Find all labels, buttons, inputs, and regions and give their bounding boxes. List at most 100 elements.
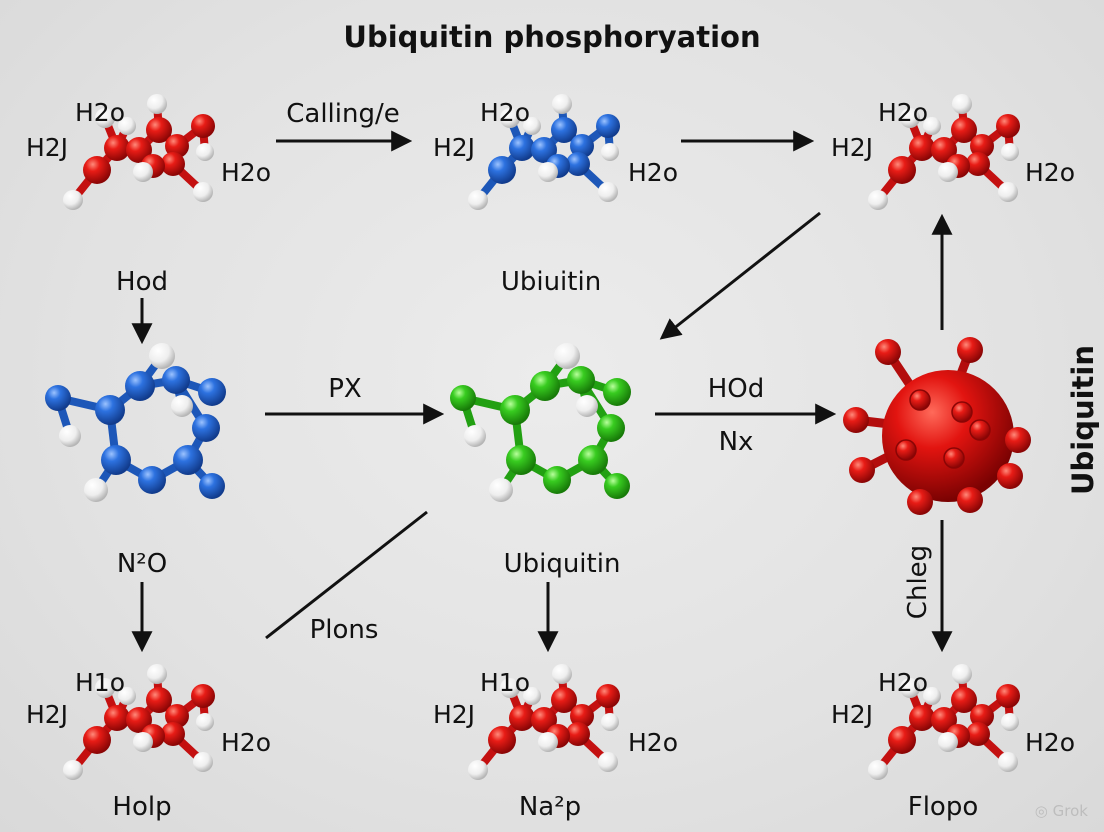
blue-ring-hydrogen-atom	[171, 395, 193, 417]
label-bottom-left-h2j: H2J	[26, 700, 68, 729]
red-molecule-hydrogen-atom	[193, 752, 213, 772]
label-top-right-h2j: H2J	[831, 133, 873, 162]
large-sphere-surface-atom	[969, 419, 991, 441]
red-molecule-hydrogen-atom	[938, 732, 958, 752]
green-ring-atom	[506, 445, 536, 475]
red-molecule-hydrogen-atom	[923, 687, 941, 705]
red-molecule-hydrogen-atom	[900, 678, 920, 698]
blue-ring-atom	[101, 445, 131, 475]
large-sphere-outer-atom	[875, 339, 901, 365]
blue-molecule-atom	[570, 134, 594, 158]
green-ring-hydrogen-atom	[554, 343, 580, 369]
green-ring-atom	[530, 371, 560, 401]
red-molecule-hydrogen-atom	[998, 752, 1018, 772]
red-molecule-hydrogen-atom	[196, 143, 214, 161]
red-molecule-hydrogen-atom	[900, 108, 920, 128]
red-molecule-atom	[931, 707, 957, 733]
blue-molecule-atom	[509, 135, 535, 161]
red-molecule-hydrogen-atom	[196, 713, 214, 731]
red-molecule-hydrogen-atom	[523, 687, 541, 705]
red-molecule-hydrogen-atom	[147, 664, 167, 684]
red-molecule-atom	[509, 705, 535, 731]
label-bottom-right-h2o-top: H2o	[878, 668, 928, 697]
blue-molecule-atom	[566, 152, 590, 176]
large-sphere-outer-atom	[957, 487, 983, 513]
blue-molecule-hydrogen-atom	[552, 94, 572, 114]
red-molecule-hydrogen-atom	[1001, 713, 1019, 731]
label-bottom-middle-h2j: H2J	[433, 700, 475, 729]
red-molecule-hydrogen-atom	[1001, 143, 1019, 161]
blue-molecule-atom	[551, 117, 577, 143]
red-molecule-hydrogen-atom	[133, 162, 153, 182]
molecule-ring-green	[450, 343, 631, 502]
red-molecule-hydrogen-atom	[95, 108, 115, 128]
blue-molecule-atom	[531, 137, 557, 163]
blue-ring-atom	[192, 414, 220, 442]
red-molecule-atom	[966, 722, 990, 746]
red-molecule-hydrogen-atom	[952, 664, 972, 684]
red-molecule-hydrogen-atom	[133, 732, 153, 752]
red-molecule-atom	[126, 137, 152, 163]
green-ring-atom	[567, 366, 595, 394]
label-top-left-h2j: H2J	[26, 133, 68, 162]
red-molecule-atom	[165, 134, 189, 158]
molecule-bottom-right-red	[868, 664, 1020, 780]
large-sphere-surface-atom	[909, 389, 931, 411]
red-molecule-atom	[126, 707, 152, 733]
green-ring-atom	[578, 445, 608, 475]
green-ring-hydrogen-atom	[464, 425, 486, 447]
red-molecule-atom	[191, 684, 215, 708]
red-molecule-atom	[83, 156, 111, 184]
blue-molecule-hydrogen-atom	[523, 117, 541, 135]
red-molecule-atom	[909, 705, 935, 731]
label-bottom-middle-h2o-right: H2o	[628, 728, 678, 757]
caption-bottom-right: Flopo	[908, 792, 979, 822]
green-ring-hydrogen-atom	[576, 395, 598, 417]
red-molecule-hydrogen-atom	[601, 713, 619, 731]
red-molecule-hydrogen-atom	[538, 732, 558, 752]
red-molecule-atom	[104, 135, 130, 161]
red-molecule-hydrogen-atom	[147, 94, 167, 114]
label-top-middle-h2o-right: H2o	[628, 158, 678, 187]
caption-bottom-middle: Na²p	[519, 792, 581, 822]
red-molecule-atom	[931, 137, 957, 163]
blue-ring-atom	[95, 395, 125, 425]
blue-ring-atom	[162, 366, 190, 394]
red-molecule-atom	[83, 726, 111, 754]
large-red-core-atom	[882, 370, 1014, 502]
molecule-top-left-red	[63, 94, 215, 210]
label-bottom-right-h2o-right: H2o	[1025, 728, 1075, 757]
large-sphere-outer-atom	[843, 407, 869, 433]
label-bottom-right-h2j: H2J	[831, 700, 873, 729]
red-molecule-hydrogen-atom	[868, 760, 888, 780]
red-molecule-atom	[104, 705, 130, 731]
large-sphere-outer-atom	[907, 489, 933, 515]
red-molecule-atom	[161, 722, 185, 746]
side-title: Ubiquitin	[1066, 345, 1100, 495]
blue-molecule-atom	[596, 114, 620, 138]
label-top-middle-h2j: H2J	[433, 133, 475, 162]
watermark-icon: ◎	[1034, 802, 1048, 820]
large-sphere-surface-atom	[895, 439, 917, 461]
red-molecule-hydrogen-atom	[118, 687, 136, 705]
molecule-bottom-left-red	[63, 664, 215, 780]
blue-ring-atom	[125, 371, 155, 401]
molecule-bottom-middle-red	[468, 664, 620, 780]
arrow-label-calling: Calling/e	[286, 99, 400, 129]
large-sphere-outer-atom	[997, 463, 1023, 489]
green-ring-atom	[450, 385, 476, 411]
caption-bottom-left: Holp	[112, 792, 171, 822]
watermark: ◎ Grok	[1035, 802, 1088, 820]
blue-ring-hydrogen-atom	[84, 478, 108, 502]
large-sphere-surface-atom	[943, 447, 965, 469]
red-molecule-hydrogen-atom	[938, 162, 958, 182]
red-molecule-atom	[531, 707, 557, 733]
red-molecule-hydrogen-atom	[952, 94, 972, 114]
diagram-title: Ubiquitin phosphoryation	[343, 20, 760, 54]
blue-molecule-hydrogen-atom	[468, 190, 488, 210]
red-molecule-atom	[970, 704, 994, 728]
arrows	[131, 130, 953, 653]
label-top-right-h2o-top: H2o	[878, 98, 928, 127]
blue-molecule-hydrogen-atom	[500, 108, 520, 128]
green-ring-atom	[604, 473, 630, 499]
